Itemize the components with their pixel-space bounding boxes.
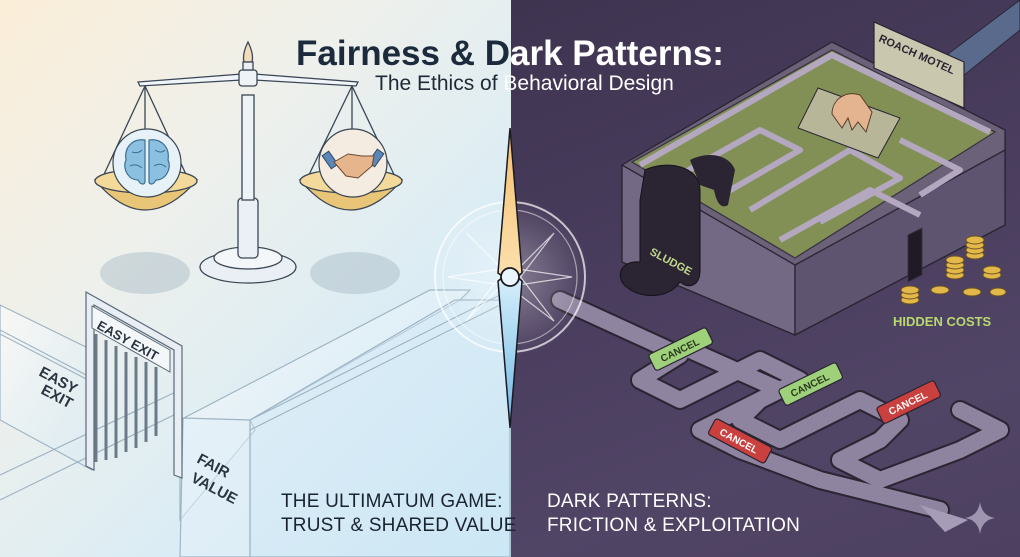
subtitle: The Ethics of Behavioral Design — [375, 72, 674, 96]
right-caption-line1: DARK PATTERNS: — [547, 491, 712, 512]
left-caption-line1: THE ULTIMATUM GAME: — [281, 491, 503, 512]
title: Fairness & Dark Patterns: — [0, 34, 1020, 74]
left-caption-line2: TRUST & SHARED VALUE — [281, 515, 517, 536]
left-caption: THE ULTIMATUM GAME: TRUST & SHARED VALUE — [281, 490, 517, 538]
sparkle-icon — [965, 502, 995, 534]
title-right: ark Patterns: — [509, 34, 724, 73]
glass-walls — [0, 289, 511, 557]
right-caption: DARK PATTERNS: FRICTION & EXPLOITATION — [547, 490, 800, 538]
compass — [430, 127, 590, 429]
roach-motel-sign: ROACH MOTEL — [797, 21, 965, 159]
coins — [900, 235, 1007, 305]
winding-path — [550, 290, 1010, 520]
path-arrowhead — [920, 505, 968, 532]
right-caption-line2: FRICTION & EXPLOITATION — [547, 515, 801, 536]
subtitle-left: The Ethics of — [375, 72, 498, 95]
brain-icon — [112, 128, 182, 198]
subtitle-right: Behavioral Design — [497, 72, 674, 95]
easy-exit-gate — [85, 290, 183, 479]
sludge: SLUDGE — [619, 155, 735, 297]
title-left: Fairness & D — [296, 34, 510, 73]
handshake-icon — [318, 128, 388, 198]
hidden-costs-label: HIDDEN COSTS — [893, 314, 992, 329]
